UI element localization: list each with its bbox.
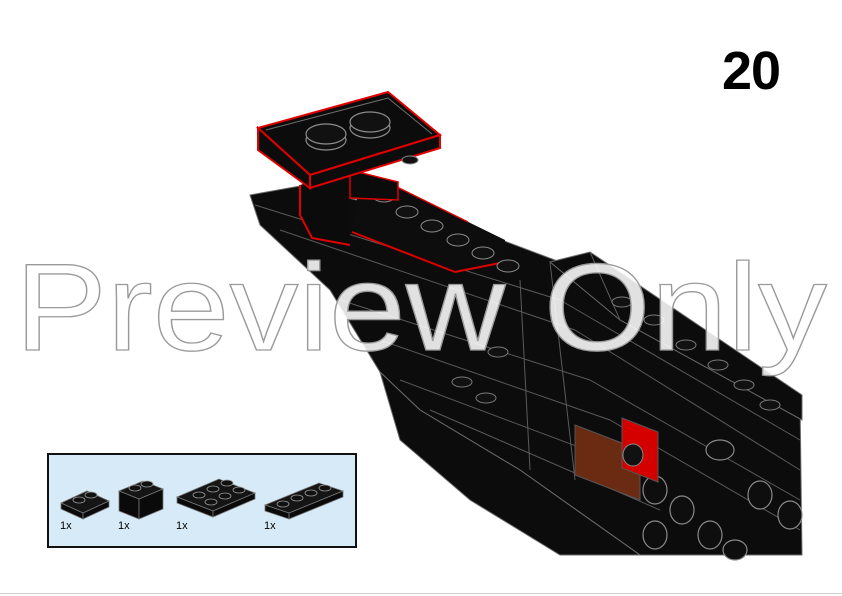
parts-list: 1x 1x 1x 1x	[47, 453, 357, 548]
part-quantity: 1x	[118, 520, 130, 532]
parts-list-icons	[60, 478, 345, 520]
page-divider	[0, 593, 842, 594]
part-quantity: 1x	[60, 520, 72, 532]
plate-1x2-icon	[60, 490, 110, 520]
brick-1x2-icon	[117, 480, 165, 520]
step-number: 20	[722, 41, 781, 101]
plate-1x4-icon	[263, 482, 345, 520]
plate-2x3-icon	[175, 478, 257, 518]
part-quantity: 1x	[176, 520, 188, 532]
part-quantity: 1x	[264, 520, 276, 532]
